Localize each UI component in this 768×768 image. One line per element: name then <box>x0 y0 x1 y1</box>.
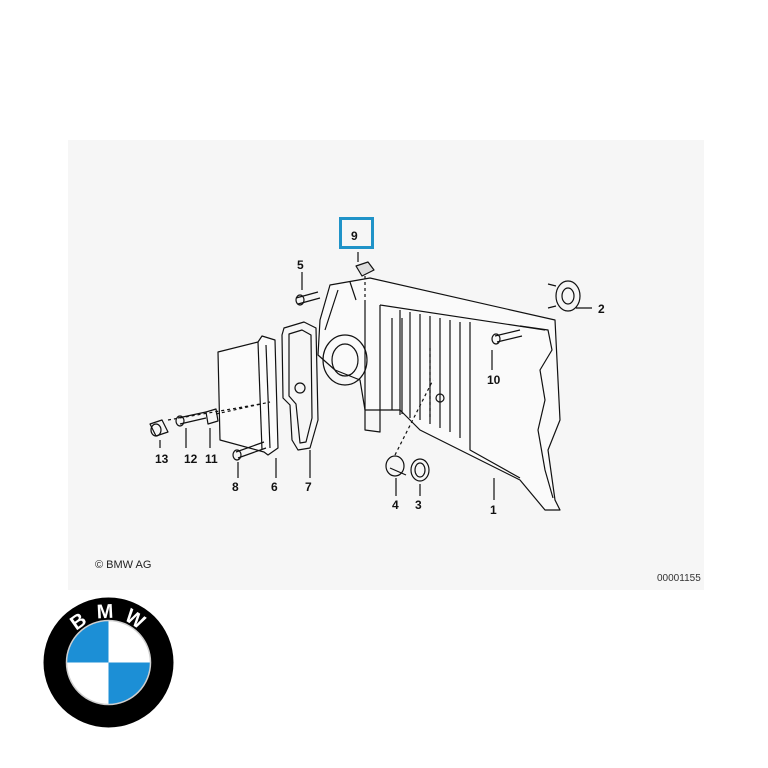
gasket-part-7 <box>281 321 319 451</box>
cover-plate-part-6 <box>217 335 279 456</box>
callout-13: 13 <box>155 452 169 466</box>
callout-1: 1 <box>490 503 497 517</box>
block-part-9 <box>355 261 375 277</box>
bolt-part-8 <box>232 441 267 461</box>
screw-part-12 <box>175 411 207 427</box>
housing-part-1 <box>317 277 561 511</box>
copyright-notice: © BMW AG <box>95 559 152 571</box>
plug-part-13 <box>149 419 169 437</box>
callout-11: 11 <box>205 452 218 466</box>
gasket-ring-part-3 <box>410 458 430 482</box>
callout-4: 4 <box>392 498 399 512</box>
bmw-logo: B M W <box>43 597 174 728</box>
callout-5: 5 <box>297 258 304 272</box>
bolt-part-5 <box>295 291 321 306</box>
bolt-part-10 <box>491 329 523 345</box>
plug-part-4 <box>385 455 407 477</box>
highlight-box <box>339 217 374 249</box>
callout-9: 9 <box>351 229 358 243</box>
document-number: 00001155 <box>657 573 701 584</box>
dowel-part-11 <box>205 408 219 425</box>
callout-6: 6 <box>271 480 278 494</box>
callout-8: 8 <box>232 480 239 494</box>
callout-3: 3 <box>415 498 422 512</box>
callout-2: 2 <box>598 302 605 316</box>
callout-10: 10 <box>487 373 501 387</box>
callout-12: 12 <box>184 452 198 466</box>
callout-7: 7 <box>305 480 312 494</box>
seal-ring-part-2 <box>547 280 581 312</box>
